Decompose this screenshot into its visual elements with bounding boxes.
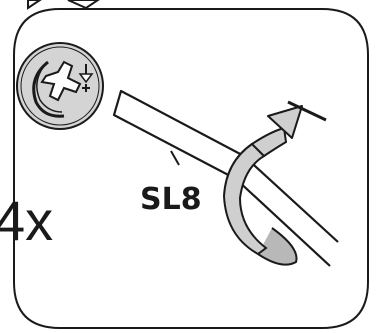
tool-size-label: SL8 [140, 182, 202, 217]
previous-panel-fragment [27, 0, 100, 10]
clockwise-rotation-arrow-icon [222, 100, 327, 266]
cam-lock-icon [16, 42, 104, 130]
quantity-label: 4x [0, 189, 53, 252]
